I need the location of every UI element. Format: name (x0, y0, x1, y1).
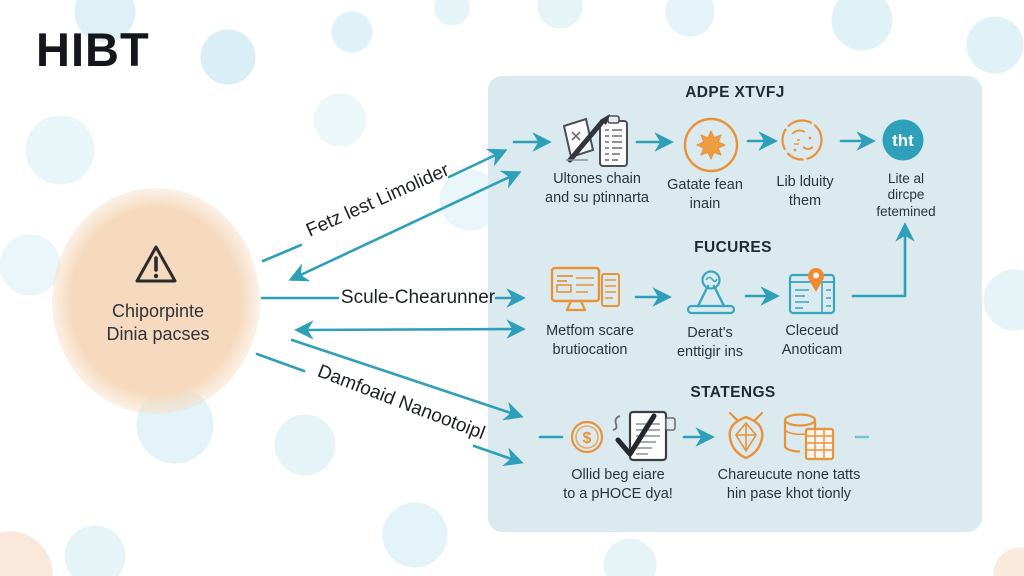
flow-item-label: Chareucute none tatts hin pase khot tion… (717, 467, 861, 502)
hologram-icon (686, 270, 736, 315)
flow-item-label: Gatate fean inain (667, 177, 743, 212)
globe-sketch-icon (781, 119, 823, 161)
connector-top-segment (261, 243, 303, 263)
section-header-1: ADPE XTVFJ (685, 84, 785, 101)
svg-text:$: $ (583, 430, 592, 447)
connector-bottom-segment (255, 352, 306, 373)
source-blob-line1: Chiporpinte (111, 301, 205, 321)
monitor-icon (550, 266, 620, 312)
source-blob-label: Chiporpinte Dinia pacses (70, 300, 246, 345)
flow-item-label: Lib lduity them (776, 174, 834, 209)
connector-label-bottom: Damfoaid Nanootoipl (314, 360, 488, 445)
flow-item-label: Derat's enttigir ins (676, 325, 744, 360)
connector-label-mid: Scule-Chearunner (340, 287, 496, 308)
flow-item-label: Ultones chain and su ptinnarta (545, 171, 649, 206)
flow-item-label: Cleceud Anoticam (781, 323, 843, 358)
flow-item-label: Ollid beg eiare to a pHOCE dya! (563, 467, 673, 502)
section-header-2: FUCURES (694, 239, 772, 256)
connector-label-top: Fetz lest Limolider (303, 159, 453, 242)
dollar-document-icon: $ (570, 410, 676, 462)
starburst-icon (683, 117, 739, 173)
source-blob (52, 188, 260, 414)
clipboard-pen-icon (562, 114, 628, 167)
tht-badge-text: tht (892, 131, 914, 150)
page-title: HIBT (36, 23, 150, 76)
map-pin-icon (788, 268, 836, 315)
warning-triangle-icon (135, 245, 177, 283)
source-blob-line2: Dinia pacses (106, 323, 210, 344)
gem-database-icon (728, 411, 835, 461)
tht-badge-icon: tht (882, 119, 924, 161)
flow-item-label: Lite al dircpe fetemined (876, 171, 936, 219)
flow-item-label: Metfom scare brutiocation (546, 323, 634, 358)
section-header-3: STATENGS (690, 384, 776, 401)
